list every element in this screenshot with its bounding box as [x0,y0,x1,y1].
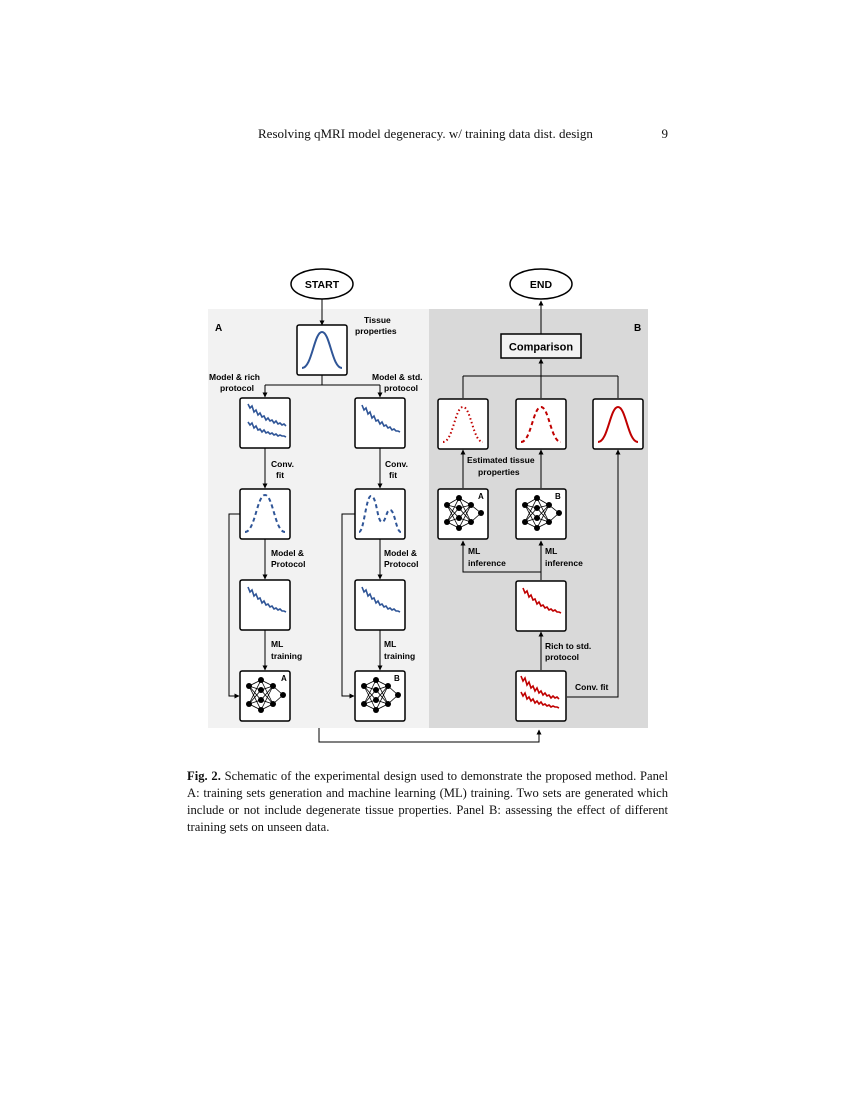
convfit-a-label-2: fit [276,470,284,480]
estimated-distribution-a-box [437,398,489,450]
rich-std-label-2: protocol [545,652,579,662]
ml-b-label-1: ML [384,639,396,649]
network-a-tag: A [281,674,287,683]
ml-b-label-2: training [384,651,415,661]
inference-network-b-tag: B [555,492,561,501]
tissue-label-2: properties [355,326,397,336]
rich-protocol-signal-box [239,397,291,449]
end-label: END [530,279,553,291]
running-title: Resolving qMRI model degeneracy. w/ trai… [258,126,593,141]
comparison-box [500,333,582,359]
model-b-label-2: Protocol [384,559,418,569]
network-b-tag: B [394,674,400,683]
std-test-signal-box [515,580,567,632]
model-b-label-1: Model & [384,548,417,558]
bottom-connector [318,728,542,743]
panel-b-label: B [634,323,641,334]
std-label-1: Model & std. [372,372,423,382]
std-fit-distribution-box [354,488,406,540]
std-protocol-signal-box [354,397,406,449]
model-a-label-2: Protocol [271,559,305,569]
ml-a-label-1: ML [271,639,283,649]
rich-fit-distribution-box [239,488,291,540]
neural-network-a-box [239,670,291,722]
training-signal-box-b [354,579,406,631]
estimated-label-1: Estimated tissue [467,455,535,465]
end-node [509,268,573,300]
tissue-properties-box [296,324,348,376]
neural-network-b-box [354,670,406,722]
convfit-b-label-1: Conv. [385,459,408,469]
inference-b-label-1: ML [545,546,557,556]
inference-b-label-2: inference [545,558,583,568]
rich-label-1: Model & rich [209,372,260,382]
panel-a-label: A [215,323,222,334]
caption-text: Schematic of the experimental design use… [187,769,668,834]
caption-label: Fig. 2. [187,769,221,783]
convfit-b-label-2: fit [389,470,397,480]
conv-fit-b-label: Conv. fit [575,682,609,692]
running-header: Resolving qMRI model degeneracy. w/ trai… [258,126,668,144]
rich-std-label-1: Rich to std. [545,641,591,651]
inference-a-label-2: inference [468,558,506,568]
training-signal-box-a [239,579,291,631]
tissue-label-1: Tissue [364,315,391,325]
inference-network-a-box [437,488,489,540]
rich-test-signal-box [515,670,567,722]
estimated-distribution-b-box [515,398,567,450]
std-label-2: protocol [384,383,418,393]
estimated-label-2: properties [478,467,520,477]
reference-distribution-box [592,398,644,450]
panel-b-connectors [460,300,621,698]
comparison-label: Comparison [509,342,573,354]
figure-caption: Fig. 2. Schematic of the experimental de… [187,768,668,836]
inference-network-a-tag: A [478,492,484,501]
inference-a-label-1: ML [468,546,480,556]
inference-network-b-box [515,488,567,540]
panel-a-connectors [228,299,383,699]
start-label: START [305,279,340,291]
page-number: 9 [661,126,669,141]
ml-a-label-2: training [271,651,302,661]
convfit-a-label-1: Conv. [271,459,294,469]
rich-label-2: protocol [220,383,254,393]
model-a-label-1: Model & [271,548,304,558]
